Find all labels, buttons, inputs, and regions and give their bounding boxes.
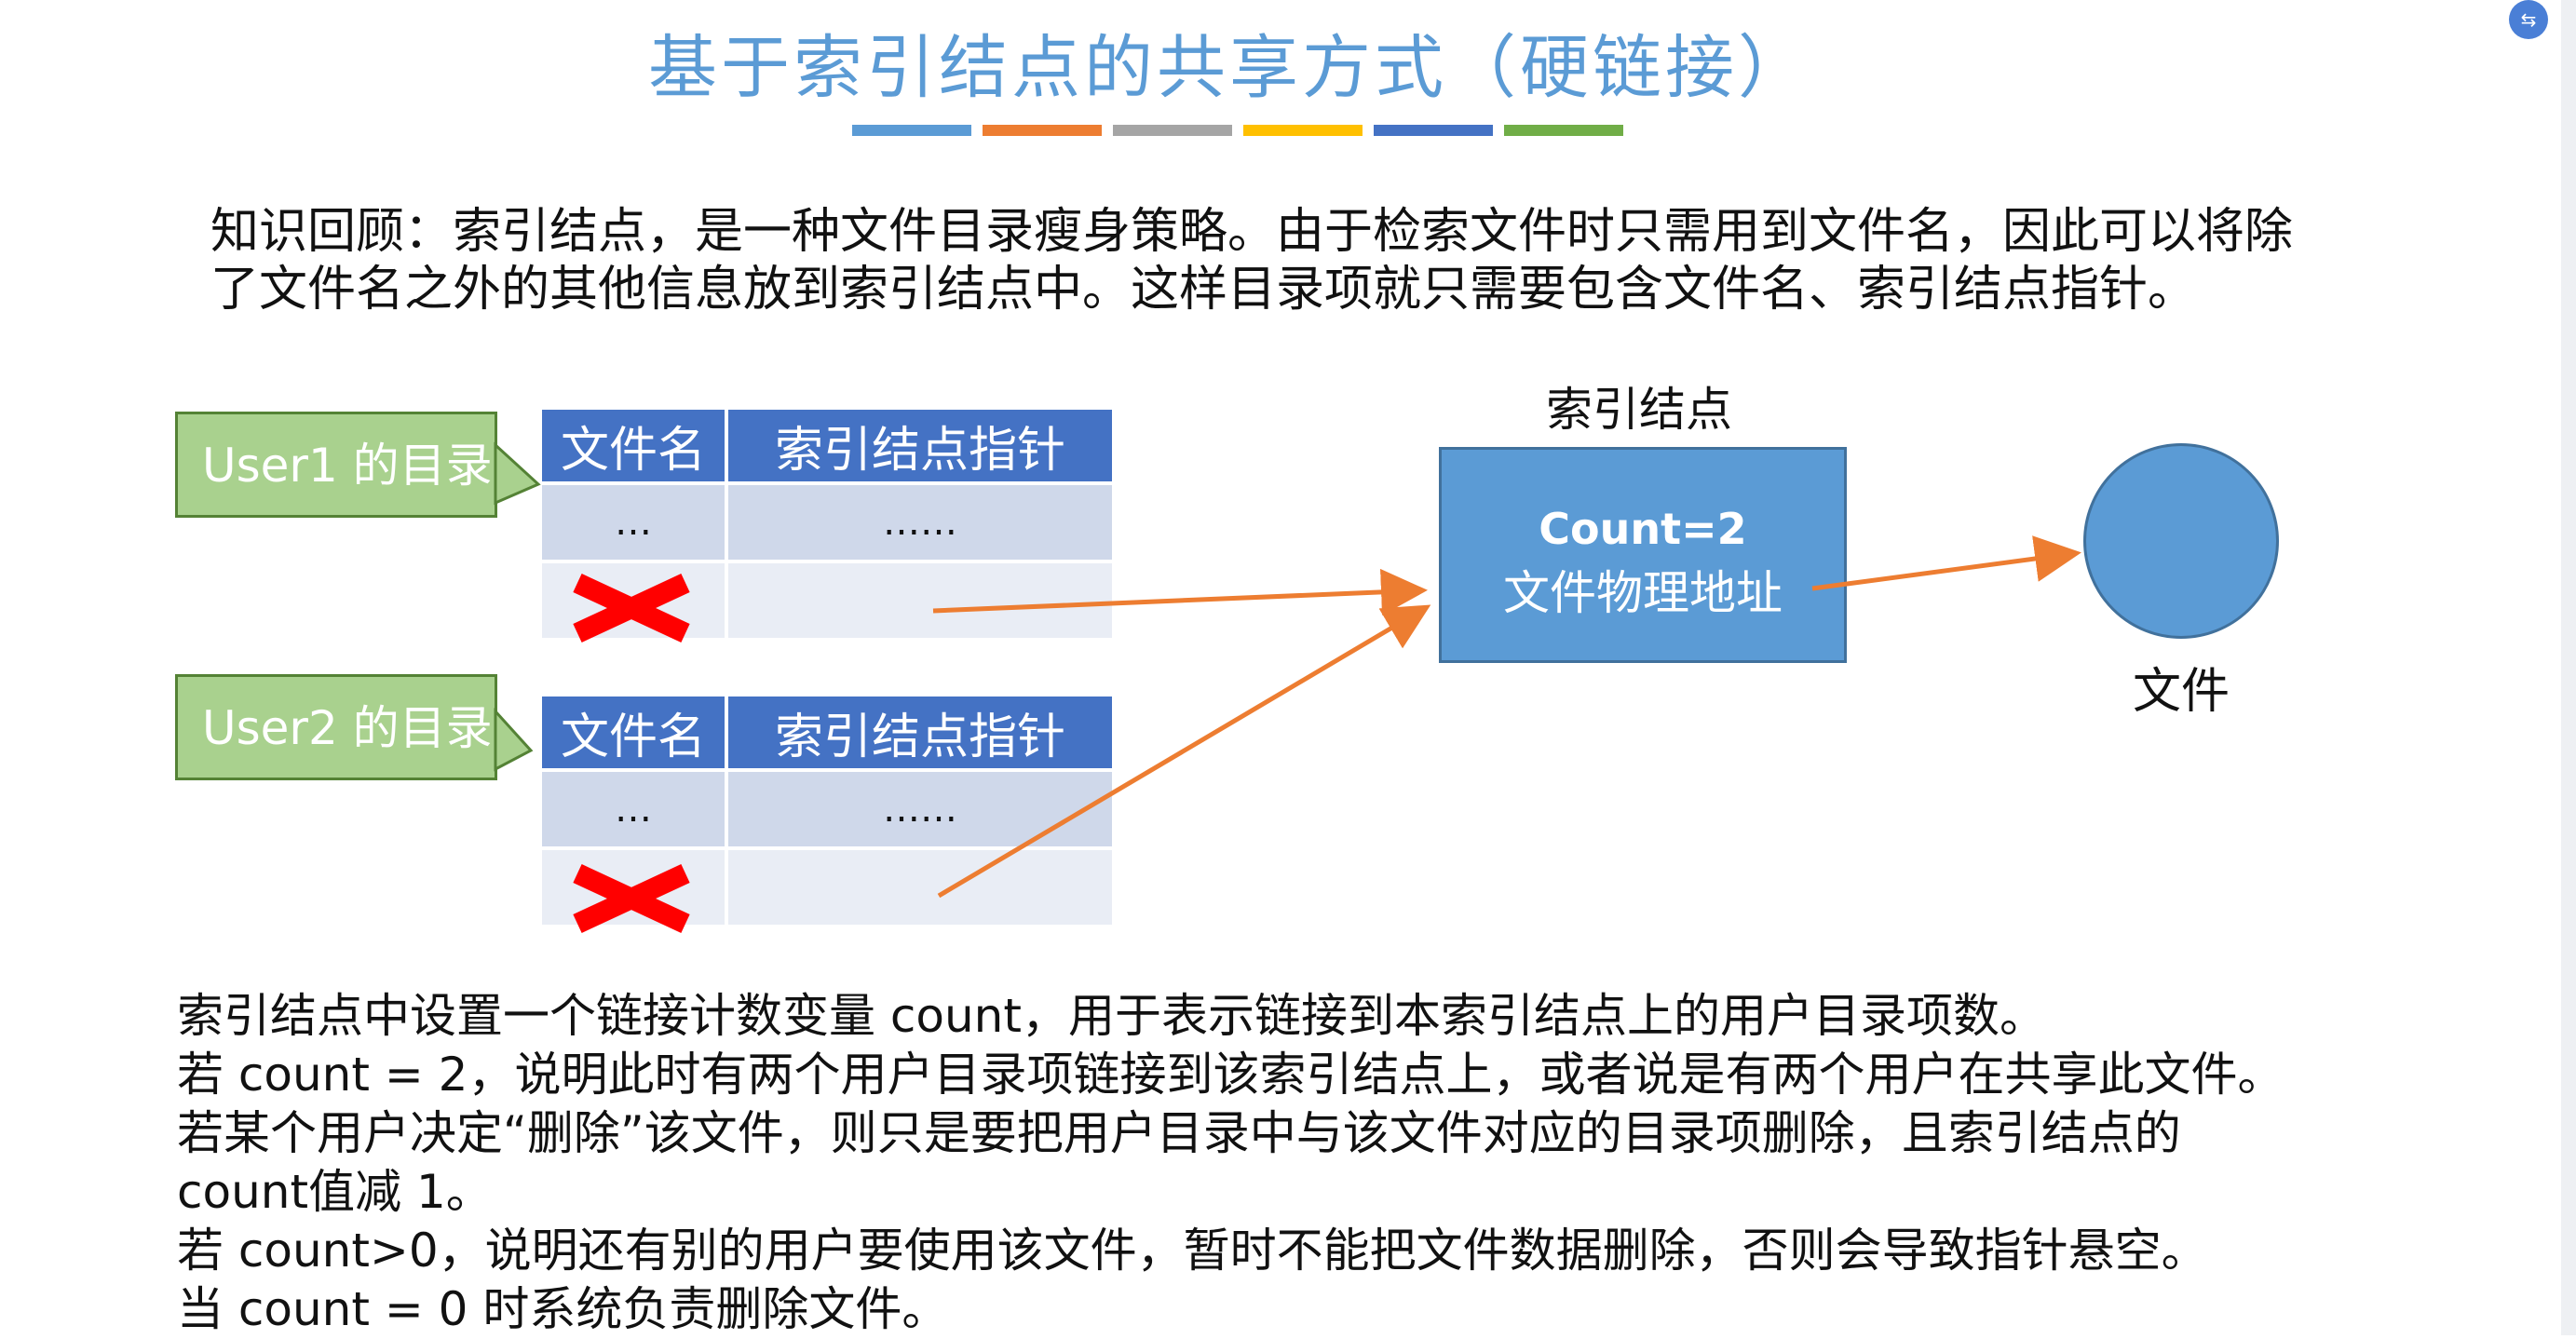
header-filename: 文件名: [542, 697, 728, 768]
explanation-line-5: 若 count>0，说明还有别的用户要使用该文件，暂时不能把文件数据删除，否则会…: [177, 1224, 2208, 1278]
title-bar-gray: [1113, 125, 1232, 136]
scrollbar-gutter[interactable]: [2561, 0, 2576, 1335]
table-row: … ……: [542, 481, 1112, 560]
cell-inode-pointer-deleted: [728, 560, 1112, 638]
table-row: … ……: [542, 768, 1112, 846]
slide-title: 基于索引结点的共享方式（硬链接）: [648, 28, 1810, 108]
user1-directory-table: 文件名 索引结点指针 … ……: [542, 410, 1112, 638]
inode-label: 索引结点: [1546, 383, 1732, 437]
explanation-line-3: 若某个用户决定“删除”该文件，则只是要把用户目录中与该文件对应的目录项删除，且索…: [177, 1106, 2181, 1160]
table-header-row: 文件名 索引结点指针: [542, 410, 1112, 481]
cell-inode-pointer: ……: [728, 768, 1112, 846]
title-bar-darkblue: [1374, 125, 1493, 136]
recap-line-2: 了文件名之外的其他信息放到索引结点中。这样目录项就只需要包含文件名、索引结点指针…: [210, 262, 2197, 318]
explanation-line-1: 索引结点中设置一个链接计数变量 count，用于表示链接到本索引结点上的用户目录…: [177, 989, 2046, 1043]
cell-inode-pointer: ……: [728, 481, 1112, 560]
inode-to-file-arrow: [1811, 535, 2081, 591]
user1-callout-pointer: [494, 441, 541, 506]
cell-filename-deleted: [542, 846, 728, 925]
file-circle: [2083, 443, 2279, 639]
recap-line-1: 知识回顾：索引结点，是一种文件目录瘦身策略。由于检索文件时只需用到文件名，因此可…: [210, 204, 2294, 260]
explanation-text: 索引结点中设置一个链接计数变量 count，用于表示链接到本索引结点上的用户目录…: [177, 987, 2412, 1339]
user1-directory-callout: User1 的目录: [175, 412, 497, 518]
file-label: 文件: [2132, 664, 2230, 720]
table-row-deleted: [542, 846, 1112, 925]
user2-callout-pointer: [494, 708, 534, 772]
cell-filename: …: [542, 768, 728, 846]
title-bar-blue: [852, 125, 971, 136]
title-bar-orange: [983, 125, 1102, 136]
title-bar-yellow: [1243, 125, 1363, 136]
explanation-line-4: count值减 1。: [177, 1165, 493, 1219]
table-row-deleted: [542, 560, 1112, 638]
cell-inode-pointer-deleted: [728, 846, 1112, 925]
explanation-line-6: 当 count = 0 时系统负责删除文件。: [177, 1282, 949, 1336]
cell-filename-deleted: [542, 560, 728, 638]
viewer-toggle-icon[interactable]: ⇆: [2509, 0, 2548, 39]
title-bar-green: [1504, 125, 1623, 136]
header-inode-pointer: 索引结点指针: [728, 697, 1112, 768]
user1-directory-label: User1 的目录: [202, 439, 493, 493]
knowledge-recap: 知识回顾：索引结点，是一种文件目录瘦身策略。由于检索文件时只需用到文件名，因此可…: [210, 203, 2334, 318]
user2-directory-label: User2 的目录: [202, 701, 493, 755]
cell-filename: …: [542, 481, 728, 560]
user2-directory-table: 文件名 索引结点指针 … ……: [542, 697, 1112, 925]
inode-count: Count=2: [1539, 504, 1747, 554]
header-inode-pointer: 索引结点指针: [728, 410, 1112, 481]
inode-box: Count=2 文件物理地址: [1439, 447, 1847, 663]
table-header-row: 文件名 索引结点指针: [542, 697, 1112, 768]
user2-directory-callout: User2 的目录: [175, 674, 497, 780]
inode-physical-address: 文件物理地址: [1503, 566, 1783, 620]
explanation-line-2: 若 count = 2，说明此时有两个用户目录项链接到该索引结点上，或者说是有两…: [177, 1048, 2285, 1102]
header-filename: 文件名: [542, 410, 728, 481]
